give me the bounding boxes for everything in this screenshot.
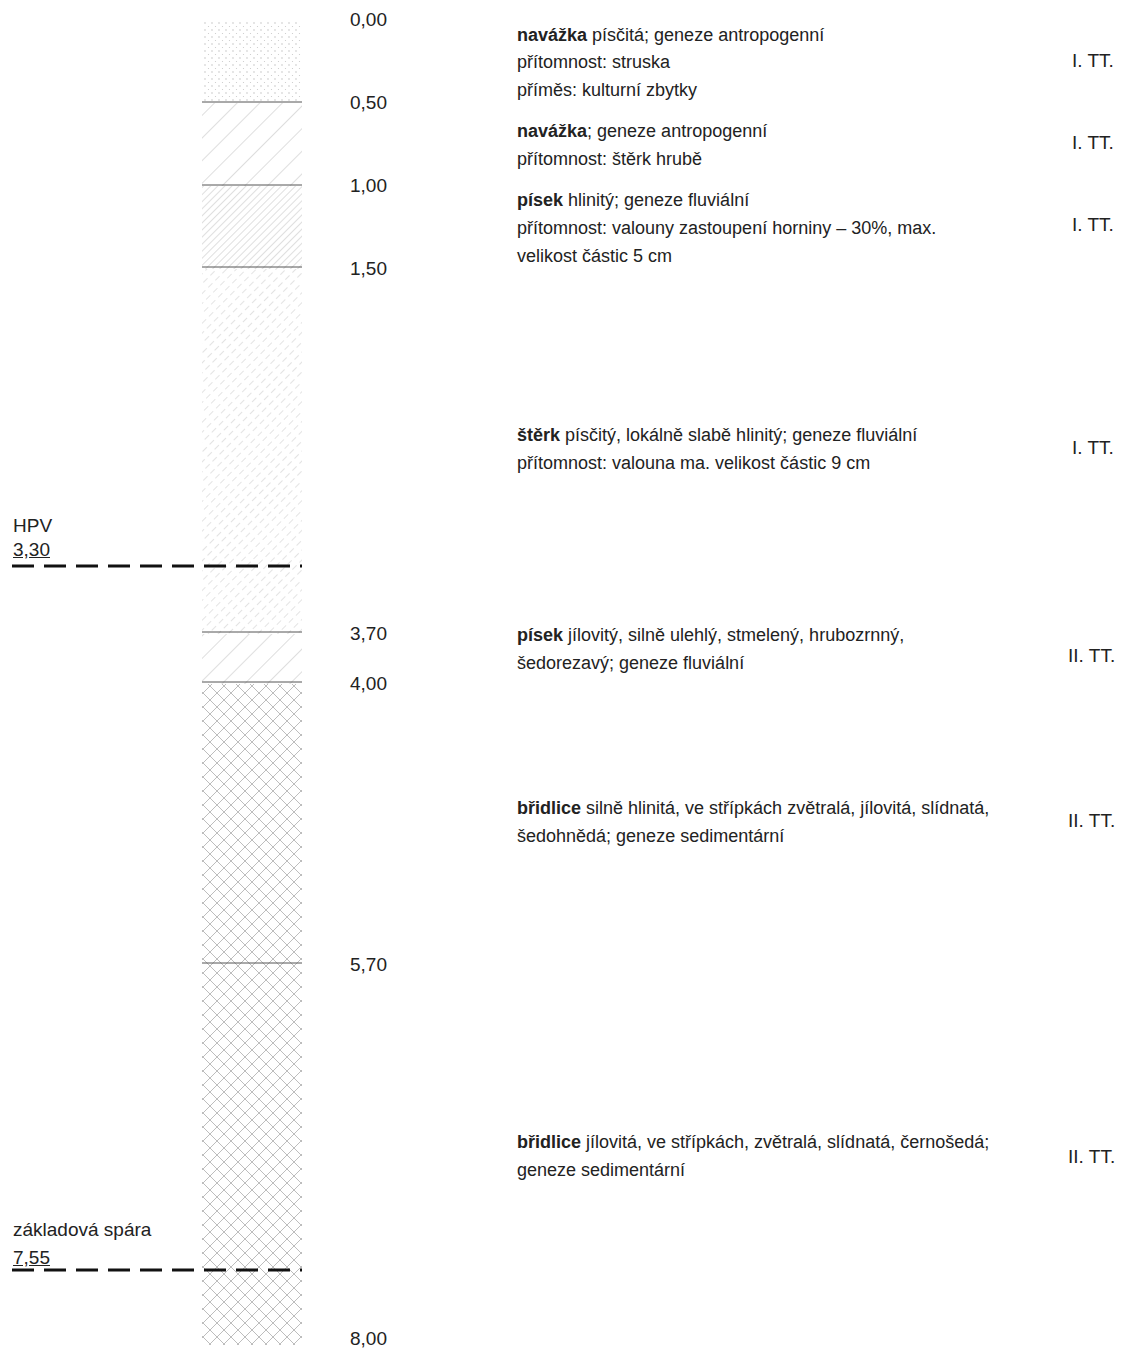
excavation-class: I. TT. <box>1072 47 1114 75</box>
depth-label: 1,00 <box>350 172 387 200</box>
soil-name: písek <box>517 190 563 210</box>
level-label: HPV <box>13 512 52 540</box>
soil-properties: písčitý, lokálně slabě hlinitý; geneze f… <box>565 425 917 445</box>
layer-description: břidlicesilně hlinitá, ve střípkách zvět… <box>517 794 1062 850</box>
layer-description: břidlicejílovitá, ve střípkách, zvětralá… <box>517 1128 1027 1184</box>
depth-label: 0,50 <box>350 89 387 117</box>
depth-label: 5,70 <box>350 951 387 979</box>
soil-name: navážka <box>517 121 587 141</box>
layer-fill <box>202 20 302 103</box>
layer-note: přítomnost: valouna ma. velikost částic … <box>517 449 870 477</box>
layer-boundary <box>202 682 302 683</box>
soil-name: písek <box>517 625 563 645</box>
foundation-line <box>12 1269 302 1272</box>
layer-description: navážka; geneze antropogenní <box>517 117 767 145</box>
excavation-class: II. TT. <box>1068 807 1115 835</box>
depth-label: 3,70 <box>350 620 387 648</box>
layer-description: písekjílovitý, silně ulehlý, stmelený, h… <box>517 621 912 677</box>
layer-fill <box>202 103 302 186</box>
level-value: 7,55 <box>13 1244 50 1272</box>
layer-fill <box>202 186 302 269</box>
soil-properties: jílovitý, silně ulehlý, stmelený, hruboz… <box>517 625 904 673</box>
depth-label: 1,50 <box>350 255 387 283</box>
soil-properties: písčitá; geneze antropogenní <box>592 25 824 45</box>
layer-description: písekhlinitý; geneze fluviální <box>517 186 749 214</box>
layer-note: přítomnost: štěrk hrubě <box>517 145 702 173</box>
layer-note: přítomnost: struska <box>517 48 670 76</box>
soil-properties: silně hlinitá, ve střípkách zvětralá, jí… <box>517 798 989 846</box>
soil-properties: hlinitý; geneze fluviální <box>568 190 749 210</box>
layer-fill <box>202 684 302 1345</box>
excavation-class: II. TT. <box>1068 1143 1115 1171</box>
depth-label: 0,00 <box>350 6 387 34</box>
layer-boundary <box>202 963 302 964</box>
layer-note: příměs: kulturní zbytky <box>517 76 697 104</box>
layer-description: štěrkpísčitý, lokálně slabě hlinitý; gen… <box>517 421 917 449</box>
layer-boundary <box>202 102 302 103</box>
excavation-class: I. TT. <box>1072 129 1114 157</box>
excavation-class: II. TT. <box>1068 642 1115 670</box>
soil-properties: ; geneze antropogenní <box>587 121 767 141</box>
layer-description: navážkapísčitá; geneze antropogenní <box>517 21 824 49</box>
water-level-line <box>12 565 302 568</box>
soil-name: břidlice <box>517 1132 581 1152</box>
level-value: 3,30 <box>13 536 50 564</box>
depth-label: 4,00 <box>350 670 387 698</box>
soil-name: navážka <box>517 25 587 45</box>
layer-boundary <box>202 632 302 633</box>
soil-name: štěrk <box>517 425 560 445</box>
layer-note: přítomnost: valouny zastoupení horniny –… <box>517 214 937 270</box>
level-label: základová spára <box>13 1216 151 1244</box>
layer-boundary <box>202 267 302 268</box>
layer-fill <box>202 269 302 634</box>
soil-name: břidlice <box>517 798 581 818</box>
layer-boundary <box>202 185 302 186</box>
soil-properties: jílovitá, ve střípkách, zvětralá, slídna… <box>517 1132 989 1180</box>
depth-label: 8,00 <box>350 1325 387 1353</box>
excavation-class: I. TT. <box>1072 211 1114 239</box>
layer-fill <box>202 634 302 684</box>
excavation-class: I. TT. <box>1072 434 1114 462</box>
